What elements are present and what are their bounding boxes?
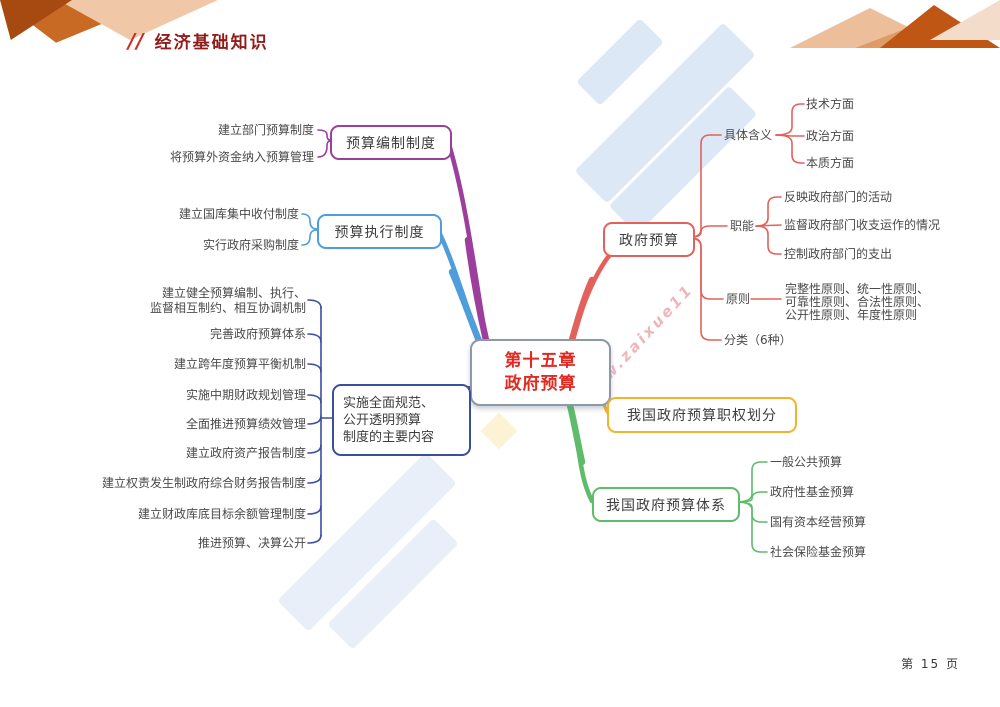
node-budget-compilation: 预算编制制度 [330, 125, 452, 160]
leaf-improve-system: 完善政府预算体系 [209, 327, 306, 341]
leaf-asset-report: 建立政府资产报告制度 [185, 446, 306, 460]
leaf-principles-text: 完整性原则、统一性原则、 可靠性原则、合法性原则、 公开性原则、年度性原则 [785, 283, 929, 322]
node-reform-content: 实施全面规范、 公开透明预算 制度的主要内容 [332, 384, 471, 456]
leaf-extra-budget-funds: 将预算外资金纳入预算管理 [169, 150, 314, 164]
node-budget-execution: 预算执行制度 [317, 214, 442, 249]
leaf-essence-aspect: 本质方面 [806, 156, 855, 170]
leaf-reflect-activities: 反映政府部门的活动 [784, 190, 893, 204]
sub-classification: 分类（6种） [724, 333, 792, 347]
principles-line1: 完整性原则、统一性原则、 [785, 282, 930, 296]
leaf-social-insurance-budget: 社会保险基金预算 [770, 545, 867, 559]
sub-functions: 职能 [730, 219, 755, 233]
leaf-state-capital-budget: 国有资本经营预算 [770, 515, 867, 529]
leaf-mechanism-line1: 建立健全预算编制、执行、 [161, 286, 306, 300]
leaf-general-public-budget: 一般公共预算 [770, 455, 843, 469]
leaf-performance-mgmt: 全面推进预算绩效管理 [185, 417, 306, 431]
node-budget-system: 我国政府预算体系 [592, 487, 740, 522]
green-branch-lines [565, 397, 768, 553]
page-number: 第 15 页 [901, 657, 960, 671]
leaf-control-expenditure: 控制政府部门的支出 [784, 247, 893, 261]
principles-line2: 可靠性原则、合法性原则、 [785, 295, 930, 309]
leaf-accrual-report: 建立权责发生制政府综合财务报告制度 [101, 476, 306, 490]
node-reform-line3: 制度的主要内容 [343, 429, 435, 445]
center-node-line1: 第十五章 [504, 350, 577, 371]
node-authority-division: 我国政府预算职权划分 [607, 397, 797, 433]
leaf-cross-year-balance: 建立跨年度预算平衡机制 [173, 357, 306, 371]
center-node-line2: 政府预算 [504, 373, 577, 394]
page-header: // 经济基础知识 [128, 28, 269, 54]
leaf-supervise-operation: 监督政府部门收支运作的情况 [784, 218, 941, 232]
node-reform-line2: 公开透明预算 [343, 412, 422, 428]
node-gov-budget: 政府预算 [603, 222, 695, 257]
leaf-political-aspect: 政治方面 [806, 129, 855, 143]
leaf-treasury-payment: 建立国库集中收付制度 [178, 207, 299, 221]
purple-branch-lines [317, 129, 490, 344]
leaf-budget-disclosure: 推进预算、决算公开 [197, 536, 306, 550]
leaf-mechanism-line2: 监督相互制约、相互协调机制 [149, 301, 306, 315]
page-title: 经济基础知识 [154, 33, 269, 53]
sub-meaning: 具体含义 [724, 128, 773, 142]
leaf-treasury-balance-target: 建立财政库底目标余额管理制度 [137, 507, 306, 521]
leaf-gov-procurement: 实行政府采购制度 [202, 238, 299, 252]
sub-principles: 原则 [726, 292, 751, 306]
node-reform-line1: 实施全面规范、 [343, 395, 435, 411]
leaf-gov-fund-budget: 政府性基金预算 [770, 485, 855, 499]
center-node-chapter: 第十五章 政府预算 [470, 339, 611, 406]
red-branch-lines [568, 103, 805, 344]
blue-branch-lines [301, 213, 483, 345]
principles-line3: 公开性原则、年度性原则 [785, 308, 918, 322]
leaf-mechanism: 建立健全预算编制、执行、 监督相互制约、相互协调机制 [150, 286, 306, 316]
leaf-dept-budget: 建立部门预算制度 [217, 123, 314, 137]
header-slashes-icon: // [128, 28, 145, 53]
leaf-technical-aspect: 技术方面 [806, 97, 855, 111]
leaf-midterm-planning: 实施中期财政规划管理 [185, 388, 306, 402]
